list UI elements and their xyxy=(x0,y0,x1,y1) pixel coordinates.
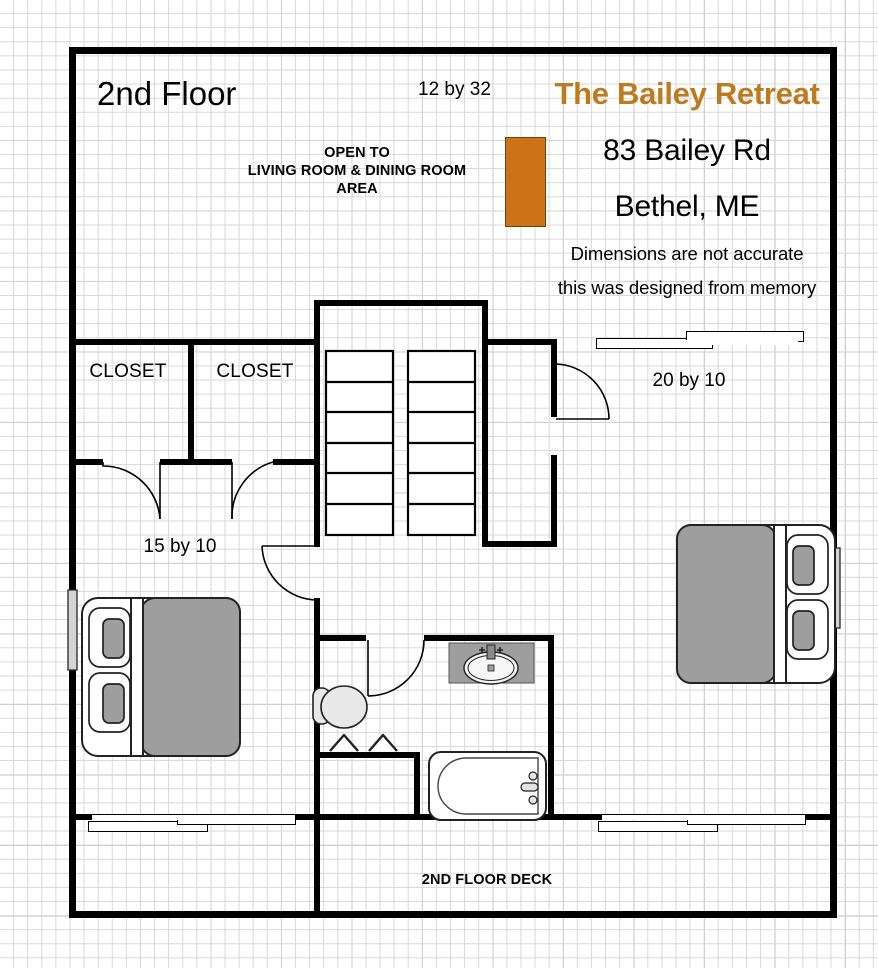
exterior-wall-bottom xyxy=(69,911,837,918)
hall-wall-top-right xyxy=(482,339,557,345)
hall-wall-vertical-right-lower xyxy=(551,455,557,547)
bathroom-closet-wall-right xyxy=(414,752,420,820)
open-to-label-line1: OPEN TO xyxy=(324,145,390,161)
dimension-label-bedroom-left: 15 by 10 xyxy=(143,536,217,557)
clothes-hanger-icon xyxy=(329,733,398,752)
closet-label-left: CLOSET xyxy=(89,361,167,382)
sliding-glass-door-lower-left-panel-a[interactable] xyxy=(88,821,208,832)
exterior-wall-top xyxy=(69,47,837,54)
disclaimer-line-1: Dimensions are not accurate xyxy=(570,243,804,264)
open-to-label-line2: LIVING ROOM & DINING ROOM xyxy=(247,163,467,179)
hall-wall-vertical-left-upper xyxy=(314,524,320,530)
sliding-glass-door-lower-right-panel-a[interactable] xyxy=(598,821,718,832)
bathroom-closet-wall-bottom xyxy=(314,814,420,820)
bed-icon-left xyxy=(67,589,241,757)
address-line-2: Bethel, ME xyxy=(614,190,760,223)
swing-door-bedroom-right-icon[interactable] xyxy=(555,363,610,420)
stair-enclosure-wall-right xyxy=(482,300,488,547)
stair-enclosure-wall-top xyxy=(314,300,488,306)
wall-gap-lower-left-opening xyxy=(92,815,290,820)
dimension-label-main: 12 by 32 xyxy=(418,79,491,100)
closet-wall-bottom-seg-3 xyxy=(273,459,314,465)
swing-door-bedroom-left-icon[interactable] xyxy=(261,545,318,601)
swing-door-closet-right-icon[interactable] xyxy=(231,461,274,520)
hall-wall-vertical-left-lower xyxy=(314,598,320,918)
swing-door-closet-left-icon[interactable] xyxy=(102,462,161,520)
stair-enclosure-wall-left xyxy=(314,300,320,547)
accent-color-block xyxy=(505,137,546,227)
wall-gap-upper-right-opening xyxy=(600,340,798,345)
exterior-wall-left xyxy=(69,47,76,918)
hall-wall-bottom-right xyxy=(482,541,557,547)
bathtub-icon xyxy=(428,751,547,821)
swing-door-bathroom-icon[interactable] xyxy=(367,639,425,697)
dimension-label-bedroom-right: 20 by 10 xyxy=(652,370,726,391)
wall-gap-lower-right-opening xyxy=(602,815,800,820)
disclaimer-line-2: this was designed from memory xyxy=(557,277,817,298)
sink-vanity-icon xyxy=(448,642,535,685)
bathroom-wall-bottom xyxy=(420,814,554,820)
hall-wall-vertical-right-upper xyxy=(551,339,557,417)
toilet-icon xyxy=(312,685,368,729)
bathroom-wall-top-right xyxy=(424,635,554,641)
open-to-label-line3: AREA xyxy=(336,181,378,197)
closet-wall-bottom-seg-2 xyxy=(160,459,232,465)
bathroom-closet-wall-top xyxy=(314,752,420,758)
stairs-icon xyxy=(324,349,477,537)
exterior-wall-right xyxy=(830,47,837,918)
deck-label: 2ND FLOOR DECK xyxy=(421,872,553,888)
closet-divider-wall xyxy=(188,339,194,465)
bathroom-wall-right xyxy=(548,635,554,820)
bathroom-wall-top-left xyxy=(314,635,366,641)
brand-title: The Bailey Retreat xyxy=(554,76,820,111)
bed-icon-right xyxy=(676,524,841,684)
closet-label-right: CLOSET xyxy=(216,361,294,382)
address-line-1: 83 Bailey Rd xyxy=(603,134,771,167)
page-title: 2nd Floor xyxy=(97,75,237,112)
closet-wall-bottom-seg-1 xyxy=(69,459,103,465)
